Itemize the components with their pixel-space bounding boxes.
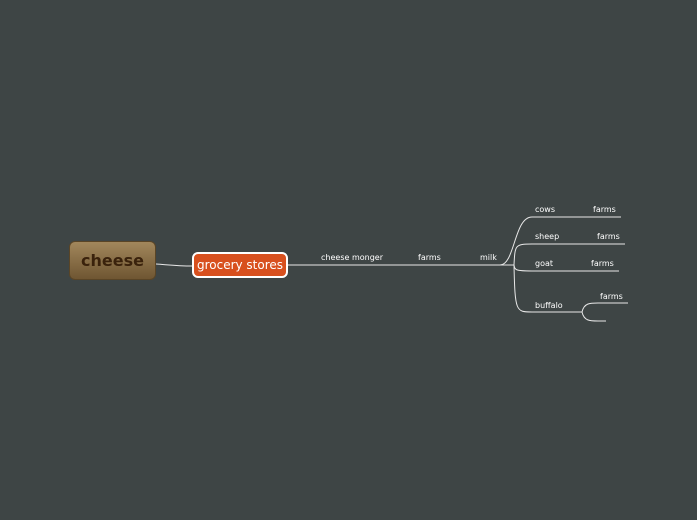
connector-buffalo-farms: [581, 302, 628, 313]
connector-milk-sheep: [513, 243, 566, 266]
topic-cows[interactable]: cows: [535, 205, 556, 214]
main-topic-node[interactable]: grocery stores: [192, 252, 288, 278]
topic-farms[interactable]: farms: [418, 253, 441, 262]
connector-buffalo-empty: [581, 311, 606, 322]
topic-cheese-monger[interactable]: cheese monger: [321, 253, 383, 262]
connector-root-to-main: [155, 263, 193, 267]
connector-milk-buffalo: [513, 264, 568, 313]
topic-buffalo[interactable]: buffalo: [535, 301, 563, 310]
central-topic-label: cheese: [81, 251, 144, 270]
topic-sheep-farms[interactable]: farms: [597, 232, 620, 241]
topic-sheep[interactable]: sheep: [535, 232, 560, 241]
topic-goat-farms[interactable]: farms: [591, 259, 614, 268]
topic-milk[interactable]: milk: [480, 253, 497, 262]
topic-buffalo-farms[interactable]: farms: [600, 292, 623, 301]
topic-goat[interactable]: goat: [535, 259, 554, 268]
main-topic-label: grocery stores: [196, 258, 284, 272]
topic-cows-farms[interactable]: farms: [593, 205, 616, 214]
connector-milk-cows: [499, 216, 560, 266]
central-topic-node[interactable]: cheese: [69, 241, 156, 280]
